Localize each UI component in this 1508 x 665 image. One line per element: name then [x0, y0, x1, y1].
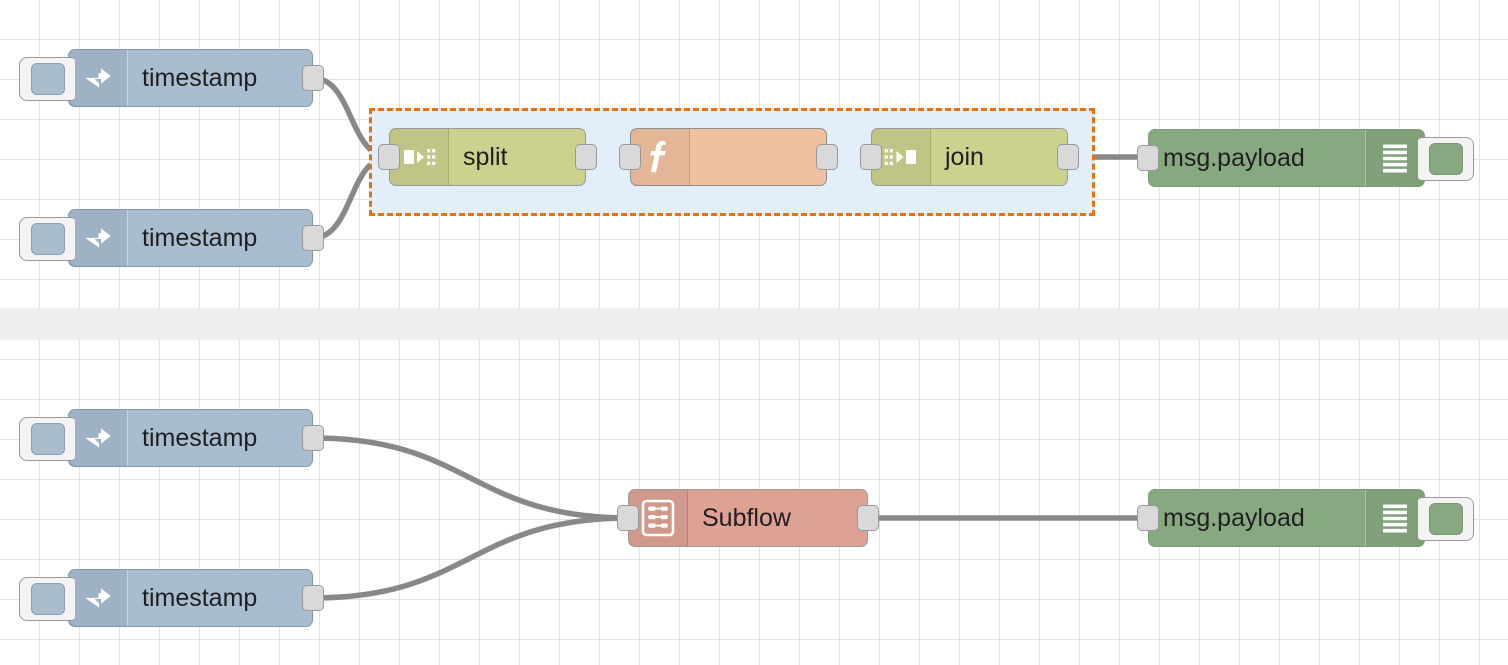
debug-lines-icon	[1365, 490, 1424, 546]
function-node[interactable]	[619, 128, 838, 186]
input-port[interactable]	[378, 144, 400, 170]
inject-arrow-icon	[69, 410, 128, 466]
split-node[interactable]: split	[378, 128, 597, 186]
inject-button-pad	[30, 223, 65, 255]
inject-button-pad	[30, 423, 65, 455]
wire-inject4-subflow	[310, 515, 633, 601]
wire-inject3-subflow	[310, 435, 633, 521]
debug-node-2[interactable]: msg.payload	[1137, 489, 1474, 547]
subflow-node-label: Subflow	[702, 503, 791, 532]
join-node[interactable]: join	[860, 128, 1079, 186]
debug-node-label: msg.payload	[1163, 143, 1305, 172]
output-port[interactable]	[302, 225, 324, 251]
input-port[interactable]	[1137, 145, 1159, 171]
output-port[interactable]	[302, 65, 324, 91]
output-port[interactable]	[1057, 144, 1079, 170]
debug-node-label: msg.payload	[1163, 503, 1305, 532]
debug-node-1[interactable]: msg.payload	[1137, 129, 1474, 187]
input-port[interactable]	[1137, 505, 1159, 531]
input-port[interactable]	[617, 505, 639, 531]
output-port[interactable]	[302, 585, 324, 611]
inject-arrow-icon	[69, 570, 128, 626]
inject-trigger-button-1[interactable]	[19, 57, 75, 101]
subflow-node[interactable]: Subflow	[617, 489, 879, 547]
output-port[interactable]	[575, 144, 597, 170]
input-port[interactable]	[619, 144, 641, 170]
output-port[interactable]	[857, 505, 879, 531]
inject-arrow-icon	[69, 50, 128, 106]
output-port[interactable]	[816, 144, 838, 170]
inject-node-timestamp-2[interactable]: timestamp	[19, 209, 324, 267]
inject-node-timestamp-1[interactable]: timestamp	[19, 49, 324, 107]
inject-node-label: timestamp	[142, 63, 258, 92]
debug-button-pad	[1428, 143, 1463, 175]
inject-node-label: timestamp	[142, 423, 258, 452]
debug-button-pad	[1428, 503, 1463, 535]
inject-trigger-button-2[interactable]	[19, 217, 75, 261]
debug-lines-icon	[1365, 130, 1424, 186]
flow-separator-band	[0, 308, 1508, 340]
output-port[interactable]	[302, 425, 324, 451]
join-node-label: join	[945, 142, 984, 171]
inject-node-timestamp-3[interactable]: timestamp	[19, 409, 324, 467]
split-node-label: split	[463, 142, 508, 171]
input-port[interactable]	[860, 144, 882, 170]
inject-arrow-icon	[69, 210, 128, 266]
inject-node-label: timestamp	[142, 583, 258, 612]
inject-node-timestamp-4[interactable]: timestamp	[19, 569, 324, 627]
inject-button-pad	[30, 583, 65, 615]
inject-button-pad	[30, 63, 65, 95]
debug-toggle-button-2[interactable]	[1418, 497, 1474, 541]
inject-trigger-button-4[interactable]	[19, 577, 75, 621]
debug-toggle-button-1[interactable]	[1418, 137, 1474, 181]
inject-trigger-button-3[interactable]	[19, 417, 75, 461]
inject-node-label: timestamp	[142, 223, 258, 252]
